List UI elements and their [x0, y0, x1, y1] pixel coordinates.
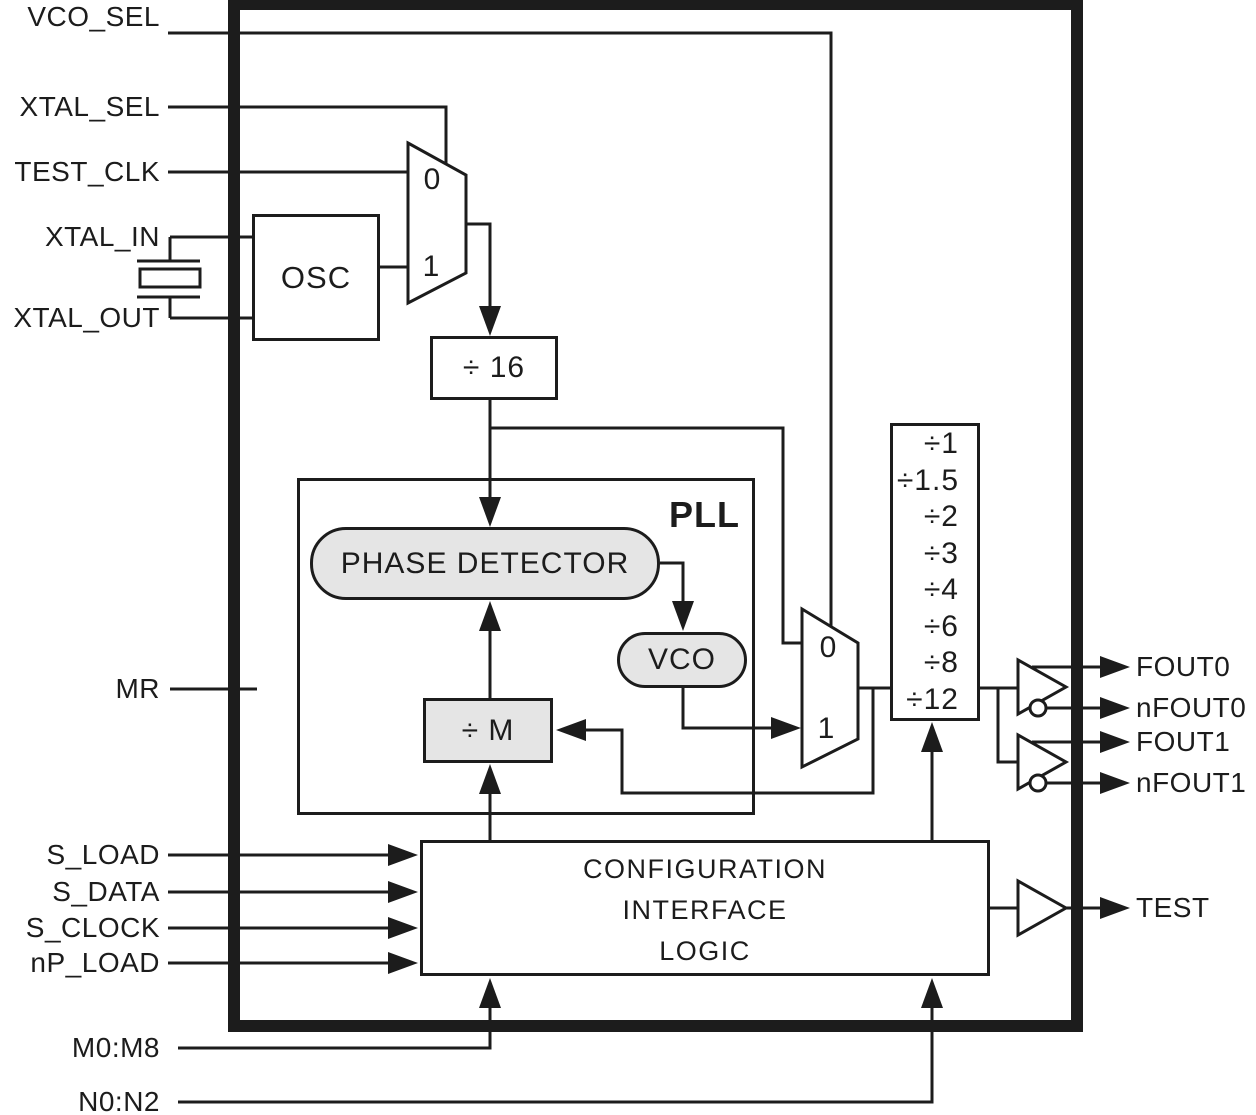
divider-option: ÷8 [923, 646, 959, 680]
arrow-phase-detector-in [479, 497, 501, 527]
config-block-line2: INTERFACE [622, 894, 788, 925]
buffer-test-shape [1016, 878, 1070, 938]
pin-label-s-clock: S_CLOCK [25, 912, 160, 943]
arrow-div16-in [479, 306, 501, 336]
divider-option: ÷1 [923, 427, 959, 461]
pin-label-test-clk: TEST_CLK [14, 156, 160, 187]
arrow-config-m-in [479, 978, 501, 1008]
output-divider-block: ÷1 ÷1.5 ÷2 ÷3 ÷4 ÷6 ÷8 ÷12 [890, 423, 980, 721]
mux1-input1-label: 1 [422, 250, 440, 283]
arrow-mux2-in1 [771, 717, 801, 739]
crystal-body [138, 267, 202, 289]
arrow-s-clock-in [388, 917, 418, 939]
mux1-input0-label: 0 [423, 163, 441, 196]
trace-buffer2-feed [996, 688, 1018, 764]
arrow-fout0 [1100, 656, 1130, 678]
mux2-input1-label: 1 [817, 712, 835, 745]
pin-label-xtal-in: XTAL_IN [44, 221, 160, 252]
arrow-vco-in [672, 601, 694, 631]
pin-label-m0-m8: M0:M8 [71, 1032, 160, 1063]
pin-label-fout0: FOUT0 [1136, 651, 1231, 682]
trace-m0-m8 [178, 1006, 492, 1050]
divider-option: ÷1.5 [896, 463, 959, 497]
arrow-divm-select-in [479, 764, 501, 794]
arrow-s-data-in [388, 881, 418, 903]
config-block-line1: CONFIGURATION [583, 853, 827, 884]
pin-label-test: TEST [1136, 892, 1210, 923]
pin-label-nfout1: nFOUT1 [1136, 767, 1247, 798]
pin-label-nfout0: nFOUT0 [1136, 692, 1247, 723]
arrow-config-n-in [921, 978, 943, 1008]
trace-mux1-out [466, 222, 492, 308]
pin-label-np-load: nP_LOAD [30, 947, 160, 978]
pin-label-xtal-sel: XTAL_SEL [19, 91, 160, 122]
arrow-nfout0 [1100, 697, 1130, 719]
divider-option: ÷12 [906, 682, 959, 716]
arrow-np-load-in [388, 952, 418, 974]
pin-label-mr: MR [115, 673, 160, 704]
divider-option: ÷6 [923, 609, 959, 643]
trace-xtal-sel [168, 105, 448, 166]
arrow-pd-feedback-in [479, 601, 501, 631]
div16-block: ÷ 16 [430, 336, 558, 400]
divider-option: ÷4 [923, 573, 959, 607]
mux1-shape [406, 140, 468, 306]
arrow-s-load-in [388, 844, 418, 866]
pin-label-vco-sel: VCO_SEL [27, 1, 160, 32]
divider-option: ÷2 [923, 500, 959, 534]
div-m-block: ÷ M [423, 698, 553, 763]
pin-label-n0-n2: N0:N2 [78, 1086, 160, 1115]
pin-label-s-load: S_LOAD [46, 839, 160, 870]
mux2-input0-label: 0 [819, 631, 837, 664]
vco-block: VCO [617, 632, 747, 688]
buffer-fout0-invert-bubble [1028, 698, 1048, 718]
arrow-nfout1 [1100, 772, 1130, 794]
mux2-shape [800, 606, 860, 770]
trace-vco-out [681, 688, 772, 730]
pin-label-xtal-out: XTAL_OUT [13, 302, 160, 333]
config-block-line3: LOGIC [659, 935, 751, 966]
divider-option: ÷3 [923, 536, 959, 570]
trace-vco-sel [168, 31, 833, 627]
trace-n0-n2 [178, 1006, 934, 1104]
arrow-divider-select-in [921, 722, 943, 752]
chip-outline [228, 0, 1083, 1032]
trace-feedback [585, 688, 875, 795]
trace-ref-to-mux2 [490, 426, 802, 645]
arrow-fout1 [1100, 731, 1130, 753]
phase-detector-block: PHASE DETECTOR [310, 527, 660, 600]
buffer-fout1-invert-bubble [1028, 773, 1048, 793]
arrow-test [1100, 897, 1130, 919]
osc-block: OSC [252, 214, 380, 341]
pll-block-label: PLL [669, 494, 740, 535]
pin-label-s-data: S_DATA [52, 876, 160, 907]
configuration-interface-logic-block: CONFIGURATION INTERFACE LOGIC [420, 840, 990, 976]
arrow-divm-in [556, 719, 586, 741]
pll-block-frame [297, 478, 755, 815]
trace-phase-detector-out [660, 561, 685, 603]
pin-label-fout1: FOUT1 [1136, 726, 1231, 757]
